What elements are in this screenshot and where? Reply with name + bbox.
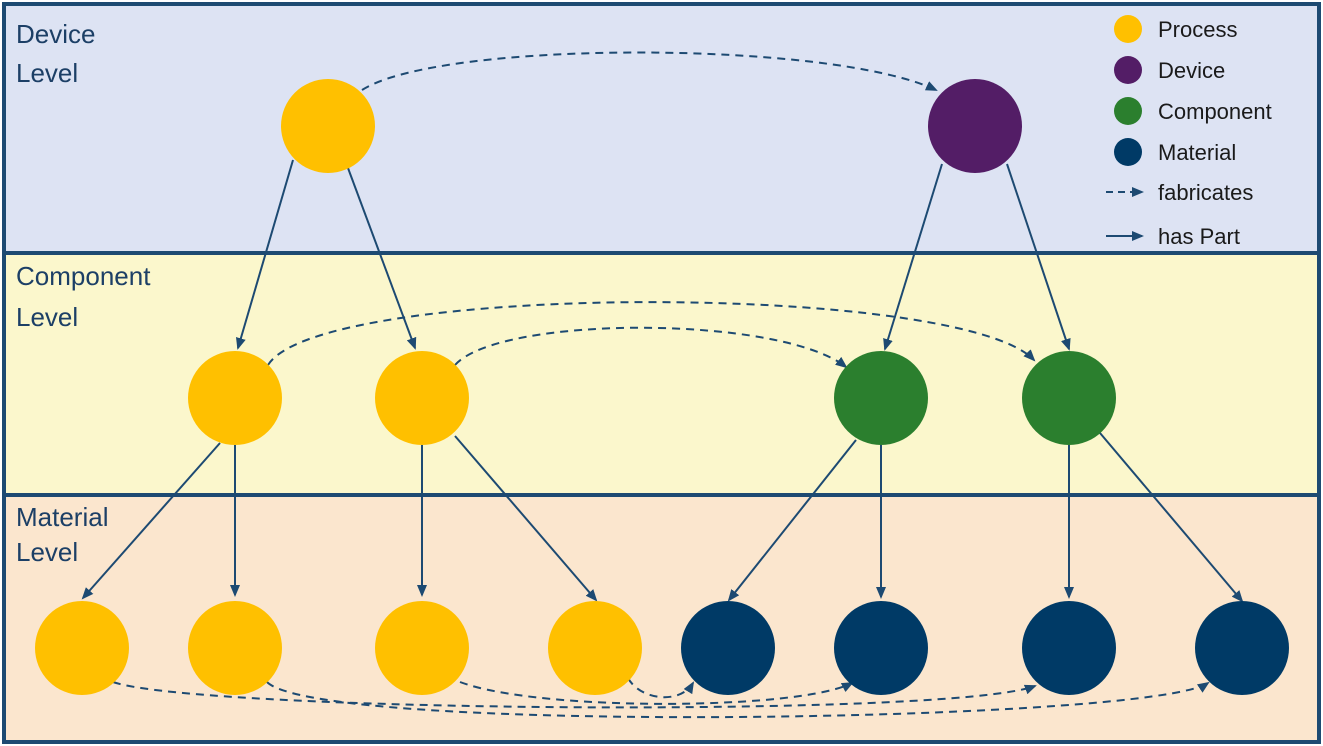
material-level-label-line1: Material <box>16 502 108 532</box>
edge-fabricates-process2-to-component1 <box>454 326 848 369</box>
edge-haspart-component2-to-material4 <box>1099 432 1244 603</box>
device-level-label-line1: Device <box>16 19 95 49</box>
legend-material-swatch <box>1114 138 1142 166</box>
legend-fabricates-label: fabricates <box>1158 180 1253 205</box>
legend-process-swatch <box>1114 15 1142 43</box>
material-node-3 <box>1022 601 1116 695</box>
process-node-material-3 <box>375 601 469 695</box>
legend-component-label: Component <box>1158 99 1272 124</box>
nodes <box>35 79 1289 695</box>
device-level-band <box>2 2 1321 255</box>
legend: Process Device Component Material fabric… <box>1106 15 1272 249</box>
edge-haspart-process-c1-to-process-m1 <box>81 442 221 600</box>
legend-device-swatch <box>1114 56 1142 84</box>
process-node-material-2 <box>188 601 282 695</box>
process-node-component-1 <box>188 351 282 445</box>
material-node-4 <box>1195 601 1289 695</box>
edge-fabricates-process-to-device <box>361 51 938 91</box>
legend-device-label: Device <box>1158 58 1225 83</box>
edge-haspart-process-to-process-c2 <box>344 159 417 350</box>
edge-fabricates-process-m3-to-material2 <box>459 681 854 705</box>
edge-fabricates-process1-to-component2 <box>267 301 1036 366</box>
edge-haspart-process-to-process-c1 <box>236 159 294 350</box>
edge-haspart-device-to-component2 <box>1006 163 1071 351</box>
process-node-device-level <box>281 79 375 173</box>
process-node-material-1 <box>35 601 129 695</box>
edge-haspart-process-c2-to-process-m4 <box>454 435 598 602</box>
edge-fabricates-process-m4-to-material1 <box>627 677 695 699</box>
device-level-label-line2: Level <box>16 58 78 88</box>
legend-material-label: Material <box>1158 140 1236 165</box>
component-node-1 <box>834 351 928 445</box>
component-level-label-line2: Level <box>16 302 78 332</box>
process-node-material-4 <box>548 601 642 695</box>
edge-fabricates-process-m2-to-material4 <box>266 681 1210 719</box>
device-node <box>928 79 1022 173</box>
material-level-label-line2: Level <box>16 537 78 567</box>
edge-haspart-device-to-component1 <box>883 163 943 351</box>
component-level-label-line1: Component <box>16 261 151 291</box>
legend-has-part-label: has Part <box>1158 224 1240 249</box>
edge-haspart-component1-to-material1 <box>727 439 857 602</box>
process-node-component-2 <box>375 351 469 445</box>
legend-component-swatch <box>1114 97 1142 125</box>
legend-process-label: Process <box>1158 17 1237 42</box>
material-node-2 <box>834 601 928 695</box>
fabricates-edges <box>112 51 1210 719</box>
material-node-1 <box>681 601 775 695</box>
component-node-2 <box>1022 351 1116 445</box>
edge-fabricates-process-m1-to-material3 <box>112 681 1037 709</box>
has-part-edges <box>81 159 1244 603</box>
